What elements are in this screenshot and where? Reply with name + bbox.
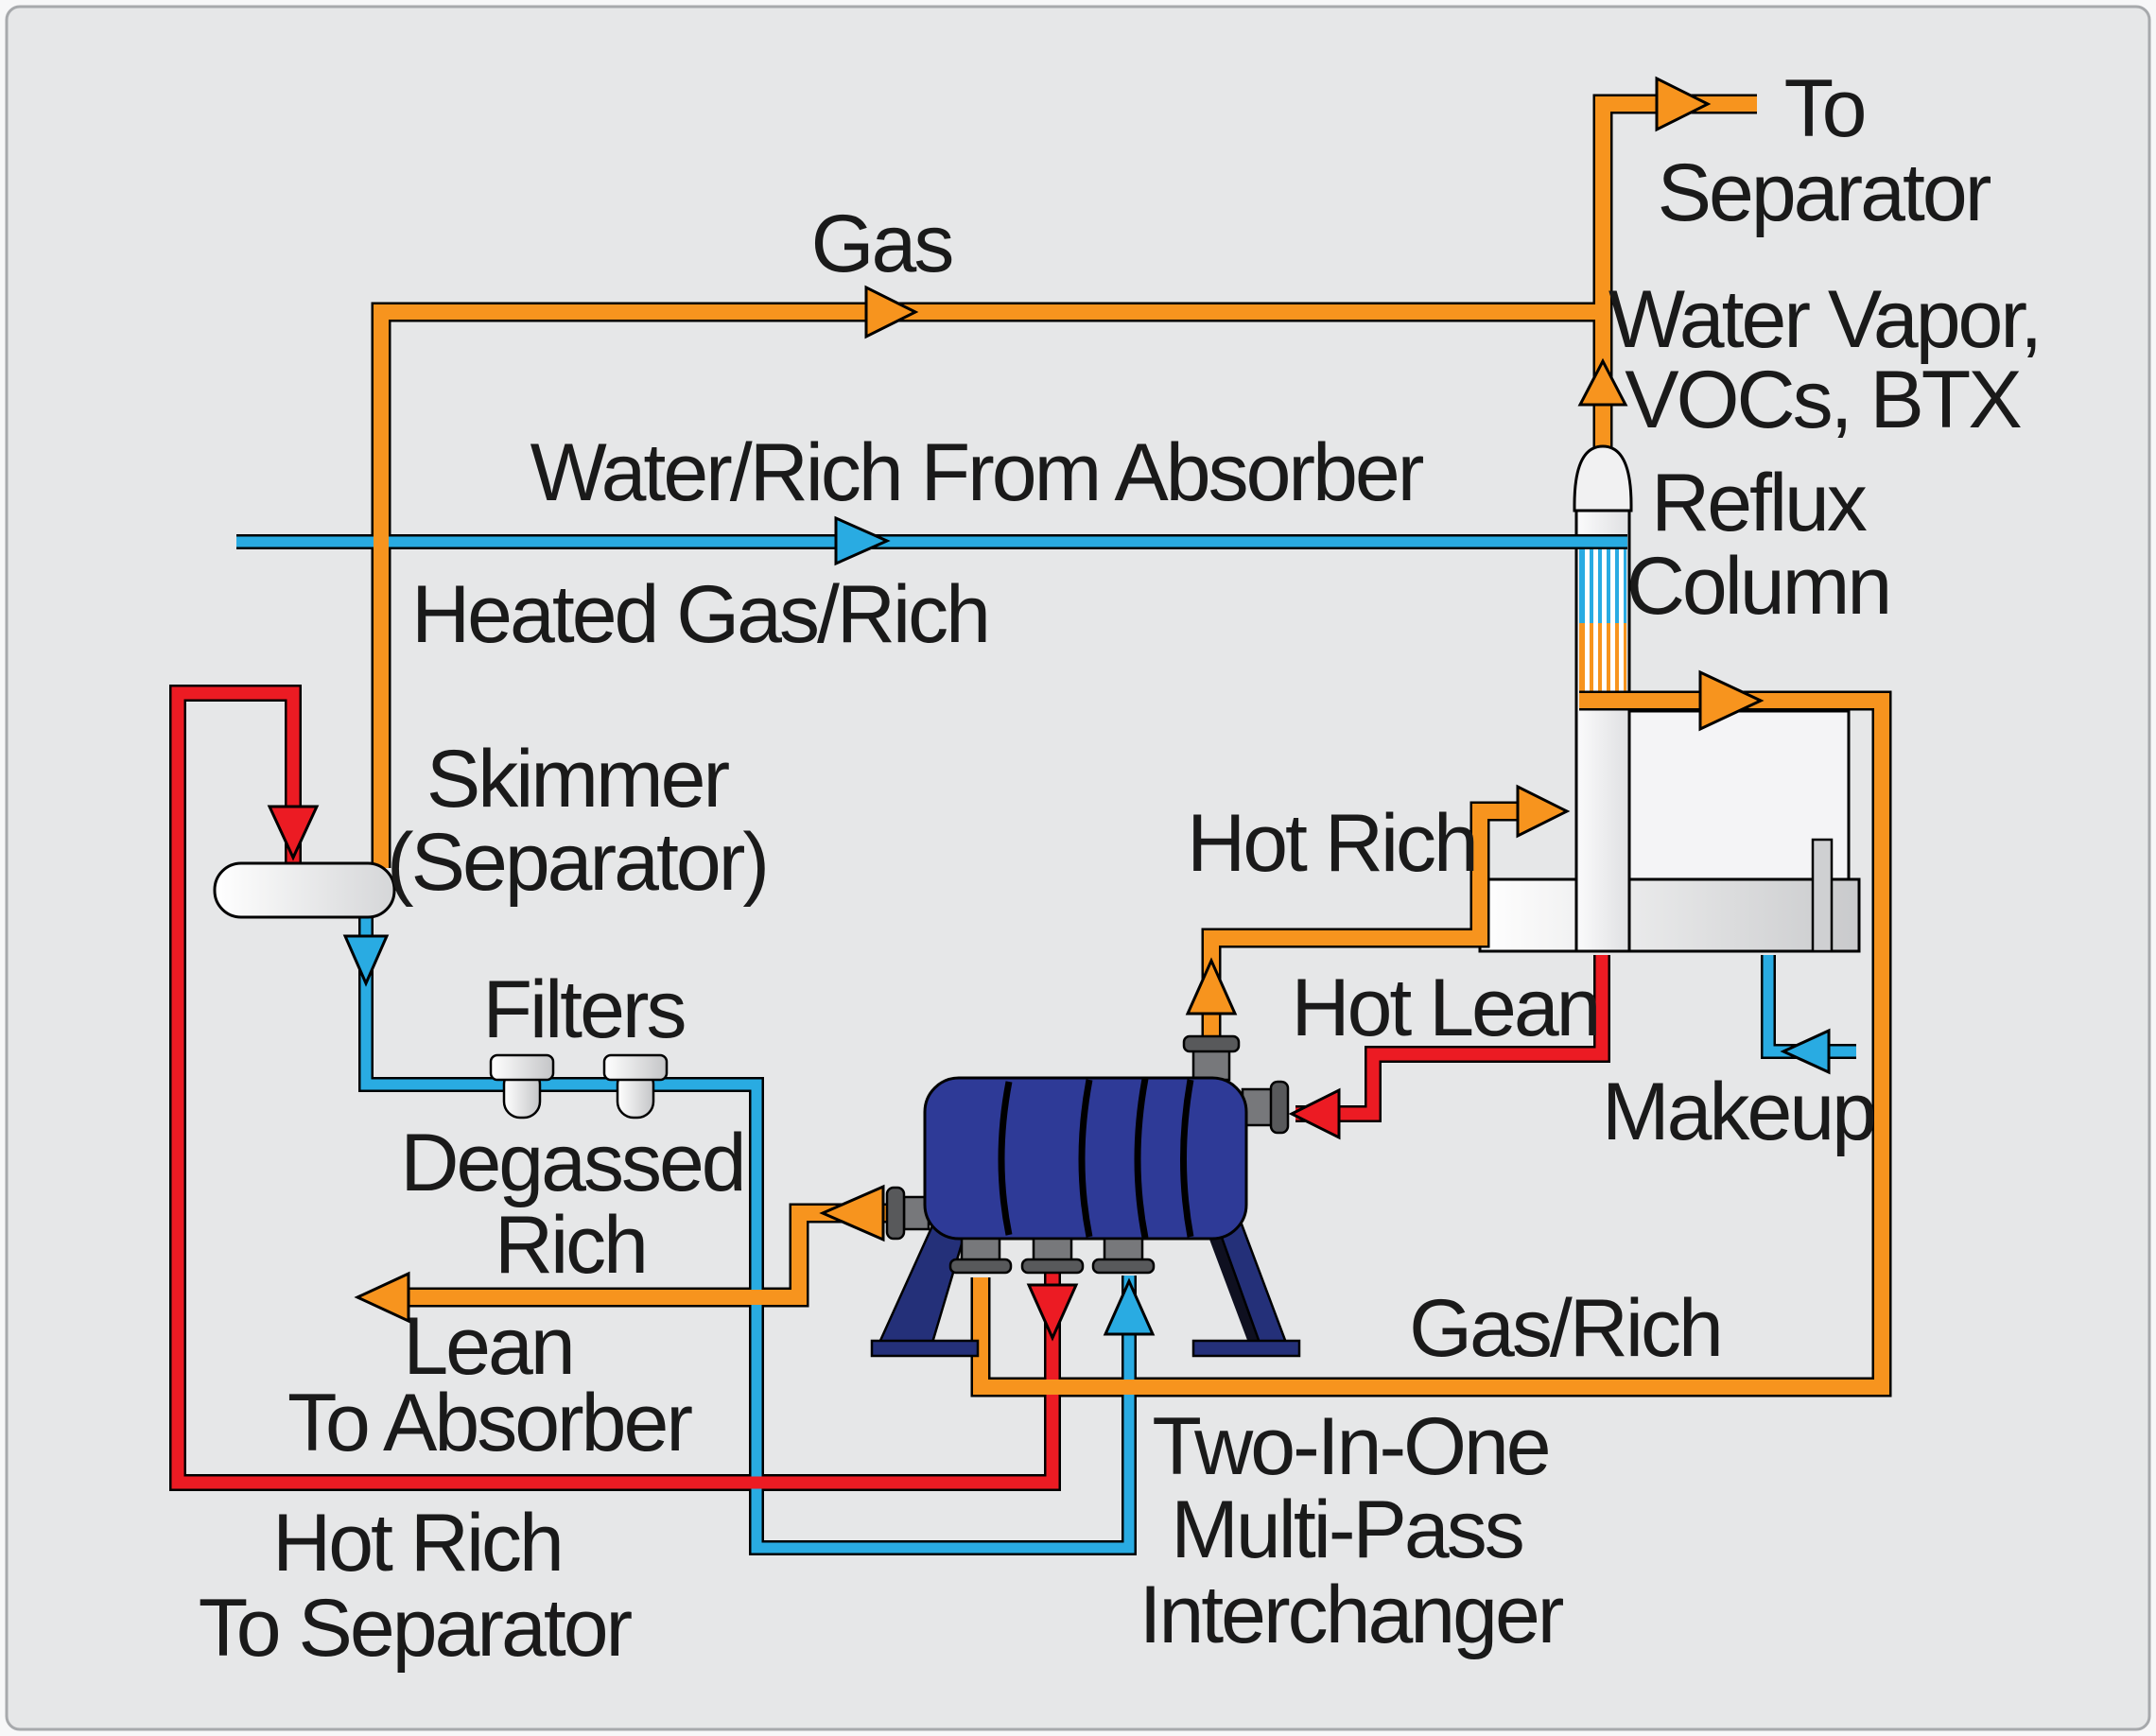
filter-1-cap xyxy=(489,1053,555,1082)
label-interchanger-1: Two-In-One xyxy=(1152,1401,1548,1492)
label-water-vapor-1: Water Vapor, xyxy=(1608,274,2040,365)
interchanger-band xyxy=(998,1081,1013,1236)
label-to-separator-2: Separator xyxy=(1658,148,1991,238)
interchanger-bottom-nozzle-2 xyxy=(1032,1237,1073,1263)
label-reflux-2: Column xyxy=(1626,541,1889,632)
label-filters: Filters xyxy=(482,964,684,1055)
filter-2-cap xyxy=(602,1053,669,1082)
label-hot-rich-sep-2: To Separator xyxy=(199,1583,633,1674)
arrow-hot-rich-up xyxy=(1185,957,1238,1016)
label-heated-gas-rich: Heated Gas/Rich xyxy=(411,569,988,660)
interchanger-band xyxy=(1180,1079,1194,1238)
interchanger-bottom-flange-1 xyxy=(948,1258,1013,1275)
label-gas-rich: Gas/Rich xyxy=(1409,1283,1721,1374)
label-reflux-1: Reflux xyxy=(1651,458,1868,548)
label-skimmer-2: (Separator) xyxy=(387,817,767,908)
arrow-heated-gas-rich xyxy=(1698,669,1765,732)
reflux-column-packing xyxy=(1579,549,1626,697)
arrow-gas-right xyxy=(864,285,919,339)
label-hot-lean: Hot Lean xyxy=(1291,963,1598,1053)
arrow-lean-out-left xyxy=(819,1184,885,1242)
interchanger-foot-left xyxy=(870,1339,980,1358)
label-hot-rich-column: Hot Rich xyxy=(1187,798,1476,889)
interchanger-bottom-nozzle-3 xyxy=(1103,1237,1144,1263)
still-standpipe xyxy=(1811,838,1834,953)
arrow-hot-rich-into-column xyxy=(1516,784,1571,839)
arrow-hot-lean-left xyxy=(1288,1087,1341,1140)
skimmer-vessel xyxy=(213,861,396,919)
label-degassed-2: Rich xyxy=(495,1200,646,1291)
label-gas: Gas xyxy=(811,199,952,289)
arrow-to-separator xyxy=(1655,76,1712,132)
interchanger-top-flange xyxy=(1182,1034,1241,1053)
interchanger-bottom-nozzle-1 xyxy=(960,1237,1001,1263)
arrow-hot-rich-down xyxy=(1026,1283,1079,1342)
label-water-vapor-2: VOCs, BTX xyxy=(1625,355,2021,445)
arrow-vapor-up xyxy=(1577,357,1628,407)
label-skimmer-1: Skimmer xyxy=(426,734,730,825)
arrow-water-rich-right xyxy=(834,515,891,566)
label-to-separator-1: To xyxy=(1784,63,1865,154)
interchanger-left-flange xyxy=(885,1186,906,1241)
label-degassed-1: Degassed xyxy=(400,1118,743,1208)
interchanger-band xyxy=(1134,1078,1149,1239)
interchanger xyxy=(870,1034,1301,1358)
arrow-degassed-down xyxy=(342,934,390,987)
label-makeup: Makeup xyxy=(1602,1067,1874,1157)
labels: Gas To Separator Water Vapor, VOCs, BTX … xyxy=(199,63,2043,1674)
arrow-lean-to-absorber xyxy=(354,1271,410,1324)
arrow-degassed-up xyxy=(1103,1277,1156,1336)
label-lean-1: Lean xyxy=(403,1301,572,1392)
label-hot-rich-sep-1: Hot Rich xyxy=(272,1498,562,1588)
flow-arrows xyxy=(267,76,1831,1342)
interchanger-foot-right xyxy=(1191,1339,1301,1358)
filters xyxy=(489,1053,669,1120)
arrow-makeup-left xyxy=(1780,1028,1831,1075)
label-interchanger-2: Multi-Pass xyxy=(1171,1484,1521,1575)
label-lean-2: To Absorber xyxy=(287,1378,692,1468)
label-water-rich: Water/Rich From Absorber xyxy=(530,427,1424,518)
interchanger-bottom-flange-2 xyxy=(1020,1258,1085,1275)
interchanger-right-flange xyxy=(1269,1080,1290,1135)
interchanger-top-nozzle xyxy=(1191,1048,1231,1082)
interchanger-band xyxy=(1078,1079,1093,1238)
reflux-column-dome xyxy=(1573,444,1633,512)
still-pot xyxy=(1478,877,1861,953)
label-interchanger-3: Interchanger xyxy=(1139,1570,1564,1660)
interchanger-bottom-flange-3 xyxy=(1091,1258,1156,1275)
arrow-into-skimmer xyxy=(267,805,320,861)
